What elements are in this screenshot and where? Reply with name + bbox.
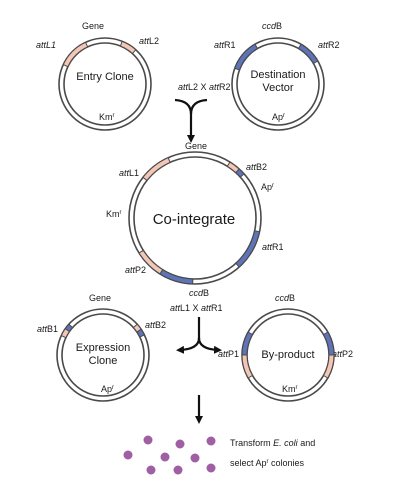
by-km-label: Kmr xyxy=(282,384,298,394)
by-attp1a-segment xyxy=(241,331,254,356)
transform-text: Transform E. coli and select Apr colonie… xyxy=(230,438,315,468)
expr-attb2b-segment xyxy=(136,328,146,338)
transform-line1: Transform E. coli and xyxy=(230,438,315,448)
dest-ccdb-label: ccdB xyxy=(262,21,282,31)
expr-gene-label: Gene xyxy=(89,293,111,303)
dest-attr1-label: attR1 xyxy=(214,40,236,50)
colony-dot xyxy=(123,450,133,460)
transform-line2: select Apr colonies xyxy=(230,458,305,468)
co-attl1-label: attL1 xyxy=(119,168,139,178)
dest-attr1-segment xyxy=(234,43,259,71)
co-attp2b-segment xyxy=(159,269,194,285)
byproduct-title: By-product xyxy=(261,349,314,361)
colony-dot xyxy=(146,465,156,475)
colony-dot xyxy=(206,463,216,473)
co-attb2b-segment xyxy=(235,168,245,178)
expr-attb1-label: attB1 xyxy=(37,324,58,334)
expression-clone-plasmid: Gene attB1 attB2 Expression Clone Apr xyxy=(37,293,166,402)
reaction-1-merge: attL2 X attR2 xyxy=(174,82,231,143)
cointegrate-plasmid: Gene attL1 attB2 Apr Kmr Co-integrate at… xyxy=(106,141,284,298)
att-site-segments xyxy=(60,40,335,379)
by-attp1-label: attP1 xyxy=(218,349,239,359)
entry-attl2-label: attL2 xyxy=(139,36,159,46)
expr-title-line2: Clone xyxy=(89,355,118,367)
co-attr1-label: attR1 xyxy=(262,242,284,252)
by-attp2b-segment xyxy=(322,354,335,379)
co-attp2a-segment xyxy=(138,249,164,275)
colony-dot xyxy=(190,453,200,463)
co-ap-label: Apr xyxy=(261,182,274,192)
co-attl1-segment xyxy=(142,157,171,182)
entry-attl2-segment xyxy=(119,40,137,55)
reaction-1-label: attL2 X attR2 xyxy=(178,82,231,92)
entry-clone-plasmid: Gene attL1 attL2 Entry Clone Kmr xyxy=(36,21,159,131)
co-gene-label: Gene xyxy=(185,141,207,151)
co-attb2-label: attB2 xyxy=(246,162,267,172)
entry-clone-title: Entry Clone xyxy=(76,71,133,83)
colony-dot xyxy=(175,439,185,449)
co-attp2-label: attP2 xyxy=(125,265,146,275)
expr-attb1b-segment xyxy=(64,323,74,333)
colony-dot xyxy=(206,436,216,446)
colony-dot xyxy=(160,452,170,462)
co-km-label: Kmr xyxy=(106,209,122,219)
by-attp1b-segment xyxy=(241,354,254,379)
by-attp2a-segment xyxy=(322,331,335,356)
co-attr1-segment xyxy=(235,230,261,268)
entry-attl1-label: attL1 xyxy=(36,40,56,50)
colonies xyxy=(123,435,216,475)
cointegrate-title: Co-integrate xyxy=(153,211,236,228)
destination-vector-plasmid: ccdB attR1 attR2 Destination Vector Apr xyxy=(214,21,340,131)
expr-ap-label: Apr xyxy=(101,384,114,394)
by-attp2-label: attP2 xyxy=(332,349,353,359)
entry-attl1-segment xyxy=(62,41,89,68)
reaction-2-split: attL1 X attR1 xyxy=(170,303,223,354)
by-ccdb-label: ccdB xyxy=(275,293,295,303)
expr-attb2-label: attB2 xyxy=(145,320,166,330)
entry-gene-label: Gene xyxy=(82,21,104,31)
expr-title-line1: Expression xyxy=(76,342,130,354)
reaction-2-label: attL1 X attR1 xyxy=(170,303,223,313)
dest-ap-label: Apr xyxy=(272,112,285,122)
colony-dot xyxy=(173,465,183,475)
dest-attr2-segment xyxy=(297,43,319,65)
co-ccdb-label: ccdB xyxy=(189,288,209,298)
dest-title-line1: Destination xyxy=(250,69,305,81)
dest-attr2-label: attR2 xyxy=(318,40,340,50)
colony-dot xyxy=(143,435,153,445)
entry-km-label: Kmr xyxy=(99,112,115,122)
dest-title-line2: Vector xyxy=(262,82,294,94)
